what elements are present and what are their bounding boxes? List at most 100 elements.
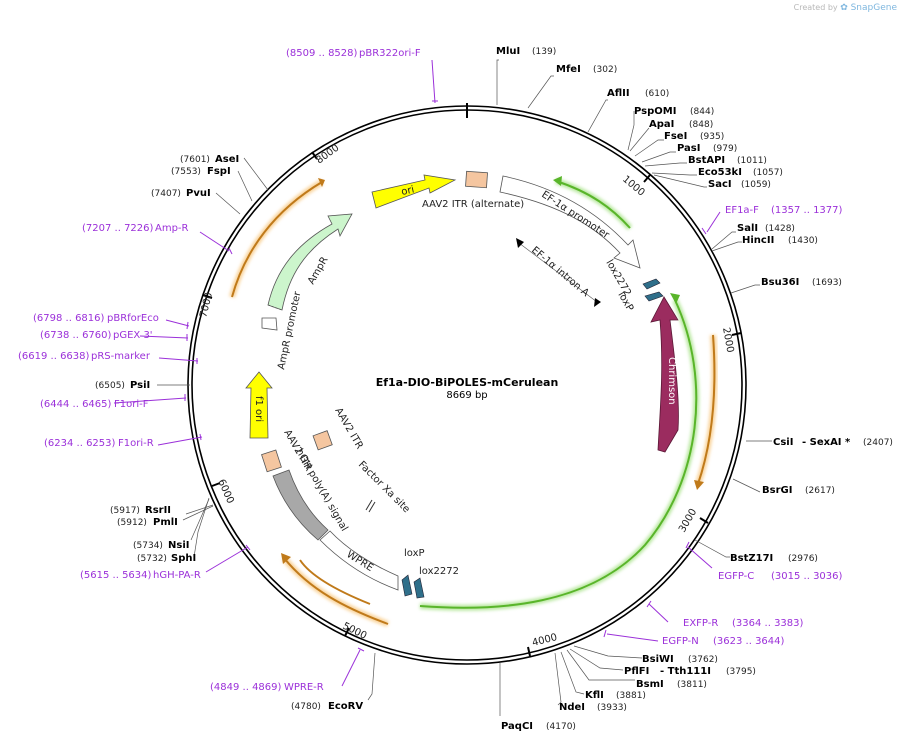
primer-pbrforeco: pBRforEco	[107, 313, 159, 324]
plasmid-name: Ef1a-DIO-BiPOLES-mCerulean	[376, 376, 559, 389]
ef1a-promoter-feature[interactable]	[499, 175, 641, 269]
enzyme-bsiwi: BsiWI	[642, 654, 674, 665]
svg-text:(2976): (2976)	[788, 554, 818, 564]
svg-text:(2407): (2407)	[863, 438, 893, 448]
svg-text:(1357 .. 1377): (1357 .. 1377)	[771, 205, 843, 216]
enzyme-sexai: - SexAI *	[802, 437, 851, 448]
primer-pgex-3: pGEX 3'	[113, 330, 153, 341]
svg-text:(7601): (7601)	[180, 155, 210, 165]
tick-7000: 7000	[198, 291, 215, 318]
enzyme-sali: SalI	[737, 223, 758, 234]
primer-wpre-r: WPRE-R	[284, 682, 324, 693]
enzyme-ndei: NdeI	[559, 702, 585, 713]
svg-text:(5732): (5732)	[137, 554, 167, 564]
lox2272-top-label: lox2272	[603, 258, 633, 298]
credit-prefix: Created by	[793, 3, 838, 12]
svg-text:(1428): (1428)	[765, 224, 795, 234]
orf-orange-right[interactable]	[697, 334, 716, 485]
snapgene-credit: Created by ✿ SnapGene	[794, 3, 897, 13]
svg-text:(610): (610)	[645, 89, 669, 99]
enzyme-pasi: PasI	[677, 143, 700, 154]
svg-text:(1693): (1693)	[812, 278, 842, 288]
enzyme-sphi: SphI	[171, 553, 196, 564]
svg-text:(5734): (5734)	[133, 541, 163, 551]
primer-amp-r: Amp-R	[155, 223, 189, 234]
wpre-feature[interactable]	[319, 530, 399, 591]
svg-text:(3881): (3881)	[616, 691, 646, 701]
primer-f1ori-f: F1ori-F	[114, 399, 149, 410]
svg-text:(7407): (7407)	[151, 189, 181, 199]
svg-text:(3015 .. 3036): (3015 .. 3036)	[771, 571, 843, 582]
plasmid-size: 8669 bp	[446, 390, 487, 401]
aav2-itr-left-label: AAV2 ITR	[281, 428, 313, 473]
f1-ori-feature[interactable]	[245, 371, 273, 439]
aav2-itr-inner-feature[interactable]	[312, 430, 333, 451]
svg-text:(1430): (1430)	[788, 236, 818, 246]
orf-orange-bottom-inner[interactable]	[299, 559, 371, 605]
lox2272-bottom-label: lox2272	[419, 566, 459, 577]
enzyme-pflfi: PflFI	[624, 666, 649, 677]
svg-text:8000: 8000	[314, 143, 341, 167]
ori-feature[interactable]	[371, 174, 457, 209]
enzyme-fspi: FspI	[207, 166, 231, 177]
svg-text:(979): (979)	[713, 144, 737, 154]
hgh-polya-feature[interactable]	[272, 469, 329, 541]
loxp-top-feature[interactable]	[644, 291, 664, 302]
aav2-itr-alternate-feature[interactable]	[465, 170, 488, 189]
svg-text:(5615 .. 5634): (5615 .. 5634)	[80, 570, 152, 581]
enzyme-pvui: PvuI	[186, 188, 211, 199]
svg-text:(848): (848)	[689, 120, 713, 130]
enzyme-eco53ki: Eco53kI	[698, 167, 742, 178]
orf-green-top[interactable]	[555, 180, 631, 229]
orf-green-right[interactable]	[419, 299, 698, 609]
orf-orange-left[interactable]	[231, 181, 323, 298]
ampr-label: AmpR	[306, 255, 330, 286]
intron-start-flag-icon	[516, 238, 524, 248]
ampr-feature[interactable]	[267, 213, 353, 311]
enzyme-hincii: HincII	[742, 235, 774, 246]
primer-egfp-n: EGFP-N	[662, 636, 699, 647]
svg-text:(1011): (1011)	[737, 156, 767, 166]
snapgene-logo: ✿ SnapGene	[840, 3, 897, 13]
chrimson-feature[interactable]	[650, 296, 679, 453]
svg-text:(3762): (3762)	[688, 655, 718, 665]
enzyme-bstapi: BstAPI	[688, 155, 725, 166]
enzyme-tth111i: - Tth111I	[660, 666, 711, 677]
tick-3000: 3000	[677, 507, 709, 535]
enzyme-pmli: PmlI	[153, 517, 178, 528]
enzyme-bstz17i: BstZ17I	[730, 553, 773, 564]
enzyme-mfei: MfeI	[556, 64, 581, 75]
primer-pbr322ori-f: pBR322ori-F	[359, 48, 421, 59]
svg-text:(6444 .. 6465): (6444 .. 6465)	[40, 399, 112, 410]
lox2272-top-feature[interactable]	[642, 278, 661, 290]
orf-orange-bottom-outer[interactable]	[283, 557, 389, 625]
aav2-itr-alternate-label: AAV2 ITR (alternate)	[422, 199, 524, 210]
svg-text:(3933): (3933)	[597, 703, 627, 713]
svg-text:(7553): (7553)	[171, 167, 201, 177]
factor-xa-mark	[365, 499, 373, 511]
svg-text:(935): (935)	[700, 132, 724, 142]
enzyme-kfli: KflI	[585, 690, 604, 701]
svg-text:(1059): (1059)	[741, 180, 771, 190]
svg-text:(3811): (3811)	[677, 680, 707, 690]
svg-text:(4849 .. 4869): (4849 .. 4869)	[210, 682, 282, 693]
loxp-bottom-feature[interactable]	[401, 574, 413, 597]
orf-orange-bottom-arrowhead-icon	[281, 553, 291, 564]
svg-text:7000: 7000	[198, 291, 215, 318]
aav2-itr-left-feature[interactable]	[261, 449, 282, 473]
primer-leaders	[113, 59, 721, 687]
enzyme-aflii: AflII	[607, 88, 630, 99]
lox2272-bottom-feature[interactable]	[413, 577, 425, 599]
tick-5000: 5000	[341, 621, 369, 642]
primer-ef1a-f: EF1a-F	[725, 205, 759, 216]
svg-text:3000: 3000	[677, 507, 699, 535]
svg-text:(6798 .. 6816): (6798 .. 6816)	[33, 313, 105, 324]
svg-text:(6738 .. 6760): (6738 .. 6760)	[40, 330, 112, 341]
enzyme-paqci: PaqCI	[501, 721, 533, 732]
enzyme-labels: MluI (139) MfeI (302) AflII (610) PspOMI…	[95, 46, 893, 732]
chrimson-label: Chrimson	[666, 357, 677, 405]
brand-name: SnapGene	[850, 3, 897, 13]
enzyme-ecorv: EcoRV	[328, 701, 363, 712]
ampr-promoter-feature[interactable]	[261, 317, 278, 331]
svg-text:(3364 .. 3383): (3364 .. 3383)	[732, 618, 804, 629]
